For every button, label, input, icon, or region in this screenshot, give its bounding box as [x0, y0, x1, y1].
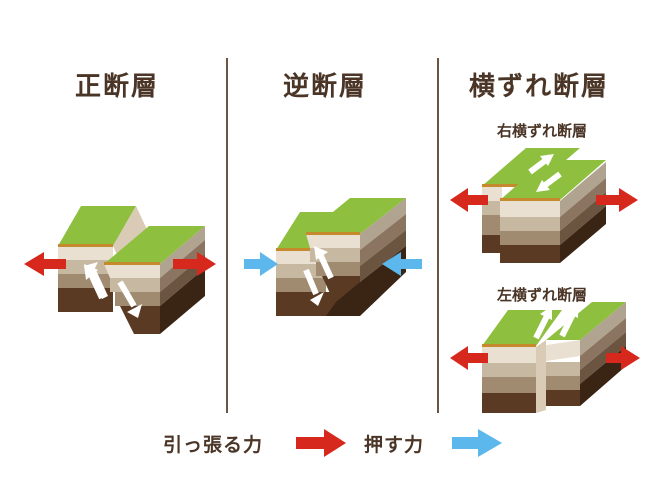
reverse-fault-title: 逆断層: [283, 72, 368, 102]
divider-right: [437, 58, 439, 413]
right-lateral-pull-arrow-right: [596, 188, 638, 212]
right-lateral-pull-arrow-left: [450, 188, 488, 212]
normal-fault-title: 正断層: [75, 72, 160, 102]
strike-slip-fault-title: 横ずれ断層: [469, 72, 610, 102]
left-lateral-pull-arrow-left: [450, 346, 488, 370]
legend-push-label: 押す力: [364, 434, 425, 456]
reverse-fault-push-arrow-left: [244, 252, 278, 276]
legend-push-arrow: [452, 429, 502, 457]
normal-fault-block: [58, 206, 205, 334]
right-lateral-subtitle: 右横ずれ断層: [497, 122, 588, 140]
normal-fault-pull-arrow-right: [173, 252, 216, 276]
reverse-fault-block: [276, 198, 406, 316]
left-lateral-pull-arrow-right: [606, 346, 640, 370]
left-lateral-subtitle: 左横ずれ断層: [497, 286, 588, 304]
divider-left: [226, 58, 228, 413]
right-lateral-block: [482, 148, 606, 263]
reverse-fault-push-arrow-right: [382, 252, 422, 276]
left-lateral-block: [482, 302, 626, 413]
legend-pull-arrow: [296, 429, 346, 457]
legend-pull-label: 引っ張る力: [163, 434, 264, 456]
normal-fault-pull-arrow-left: [24, 252, 66, 276]
